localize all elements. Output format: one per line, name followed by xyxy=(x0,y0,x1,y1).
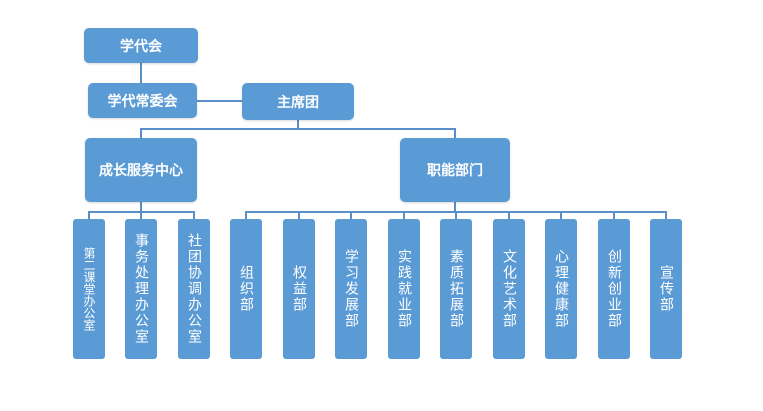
connector xyxy=(560,211,562,219)
node-department[interactable]: 宣传部 xyxy=(650,219,682,359)
node-congress[interactable]: 学代会 xyxy=(84,28,198,63)
connector xyxy=(193,211,195,219)
connector xyxy=(140,128,142,138)
node-department[interactable]: 文化艺术部 xyxy=(493,219,525,359)
connector xyxy=(88,211,90,219)
node-standing-committee[interactable]: 学代常委会 xyxy=(88,83,197,118)
connector xyxy=(140,202,142,212)
connector xyxy=(297,120,299,129)
node-department[interactable]: 实践就业部 xyxy=(388,219,420,359)
connector xyxy=(245,211,247,219)
node-department[interactable]: 素质拓展部 xyxy=(440,219,472,359)
connector xyxy=(403,211,405,219)
connector xyxy=(140,128,456,130)
connector xyxy=(140,211,142,219)
node-department[interactable]: 学习发展部 xyxy=(335,219,367,359)
connector xyxy=(454,128,456,138)
connector xyxy=(665,211,667,219)
node-functional-departments[interactable]: 职能部门 xyxy=(400,138,510,202)
node-department[interactable]: 心理健康部 xyxy=(545,219,577,359)
node-department[interactable]: 第二课堂办公室 xyxy=(73,219,105,359)
connector xyxy=(455,211,457,219)
connector xyxy=(508,211,510,219)
connector xyxy=(298,211,300,219)
node-department[interactable]: 权益部 xyxy=(283,219,315,359)
connector xyxy=(197,100,242,102)
connector xyxy=(140,63,142,83)
node-growth-service-center[interactable]: 成长服务中心 xyxy=(85,138,197,202)
node-department[interactable]: 组织部 xyxy=(230,219,262,359)
node-presidium[interactable]: 主席团 xyxy=(242,83,354,120)
node-department[interactable]: 社团协调办公室 xyxy=(178,219,210,359)
connector xyxy=(613,211,615,219)
connector xyxy=(454,202,456,212)
node-department[interactable]: 创新创业部 xyxy=(598,219,630,359)
node-department[interactable]: 事务处理办公室 xyxy=(125,219,157,359)
connector xyxy=(350,211,352,219)
